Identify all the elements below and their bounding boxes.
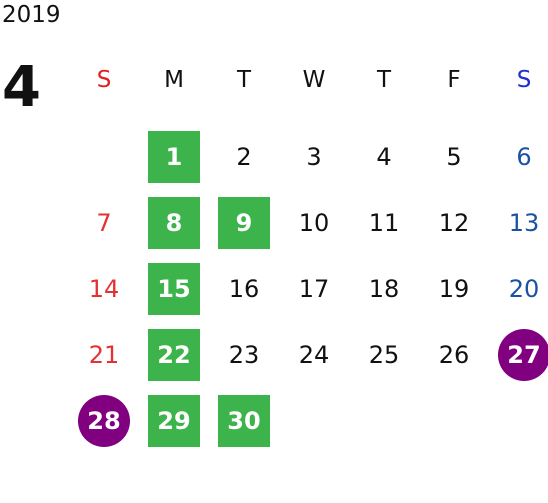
day-cell-5[interactable]: 5 [419, 124, 489, 190]
day-number: 7 [96, 209, 112, 237]
day-cell-29[interactable]: 29 [139, 388, 209, 454]
day-number: 5 [446, 143, 462, 171]
month-number: 4 [2, 55, 41, 120]
day-number: 1 [148, 131, 200, 183]
day-number: 11 [368, 209, 400, 237]
day-cell-3[interactable]: 3 [279, 124, 349, 190]
day-cell-7[interactable]: 7 [69, 190, 139, 256]
day-cell-14[interactable]: 14 [69, 256, 139, 322]
day-number: 23 [228, 341, 260, 369]
weekday-header-monday: M [164, 67, 184, 93]
day-cell-15[interactable]: 15 [139, 256, 209, 322]
day-number: 8 [148, 197, 200, 249]
day-cell-27[interactable]: 27 [489, 322, 548, 388]
weekday-header-sunday: S [96, 67, 112, 93]
day-cell-1[interactable]: 1 [139, 124, 209, 190]
day-cell-9[interactable]: 9 [209, 190, 279, 256]
day-number: 6 [516, 143, 532, 171]
day-cell-26[interactable]: 26 [419, 322, 489, 388]
day-number: 22 [148, 329, 200, 381]
day-cell-12[interactable]: 12 [419, 190, 489, 256]
day-number: 14 [88, 275, 120, 303]
day-cell-10[interactable]: 10 [279, 190, 349, 256]
year-label: 2019 [2, 2, 61, 28]
day-cell-6[interactable]: 6 [489, 124, 548, 190]
day-cell-17[interactable]: 17 [279, 256, 349, 322]
day-cell-4[interactable]: 4 [349, 124, 419, 190]
day-number: 18 [368, 275, 400, 303]
day-number: 21 [88, 341, 120, 369]
day-number: 27 [498, 329, 548, 381]
day-number: 16 [228, 275, 260, 303]
weekday-header-thursday: T [376, 67, 392, 93]
day-number: 26 [438, 341, 470, 369]
day-number: 10 [298, 209, 330, 237]
day-number: 15 [148, 263, 200, 315]
day-cell-16[interactable]: 16 [209, 256, 279, 322]
day-number: 25 [368, 341, 400, 369]
day-cell-8[interactable]: 8 [139, 190, 209, 256]
day-number: 28 [78, 395, 130, 447]
day-cell-21[interactable]: 21 [69, 322, 139, 388]
weekday-header-friday: F [447, 67, 461, 93]
day-number: 2 [236, 143, 252, 171]
day-number: 19 [438, 275, 470, 303]
day-number: 3 [306, 143, 322, 171]
weekday-header-wednesday: W [302, 67, 326, 93]
weekday-header-saturday: S [516, 67, 532, 93]
day-cell-19[interactable]: 19 [419, 256, 489, 322]
day-number: 17 [298, 275, 330, 303]
day-cell-11[interactable]: 11 [349, 190, 419, 256]
day-number: 9 [218, 197, 270, 249]
day-number: 30 [218, 395, 270, 447]
day-cell-30[interactable]: 30 [209, 388, 279, 454]
day-number: 29 [148, 395, 200, 447]
day-cell-18[interactable]: 18 [349, 256, 419, 322]
day-number: 20 [508, 275, 540, 303]
day-number: 24 [298, 341, 330, 369]
day-cell-13[interactable]: 13 [489, 190, 548, 256]
day-number: 12 [438, 209, 470, 237]
day-cell-25[interactable]: 25 [349, 322, 419, 388]
day-number: 13 [508, 209, 540, 237]
day-number: 4 [376, 143, 392, 171]
weekday-header-tuesday: T [236, 67, 252, 93]
day-cell-2[interactable]: 2 [209, 124, 279, 190]
day-cell-28[interactable]: 28 [69, 388, 139, 454]
day-cell-22[interactable]: 22 [139, 322, 209, 388]
day-cell-24[interactable]: 24 [279, 322, 349, 388]
day-cell-20[interactable]: 20 [489, 256, 548, 322]
day-cell-23[interactable]: 23 [209, 322, 279, 388]
